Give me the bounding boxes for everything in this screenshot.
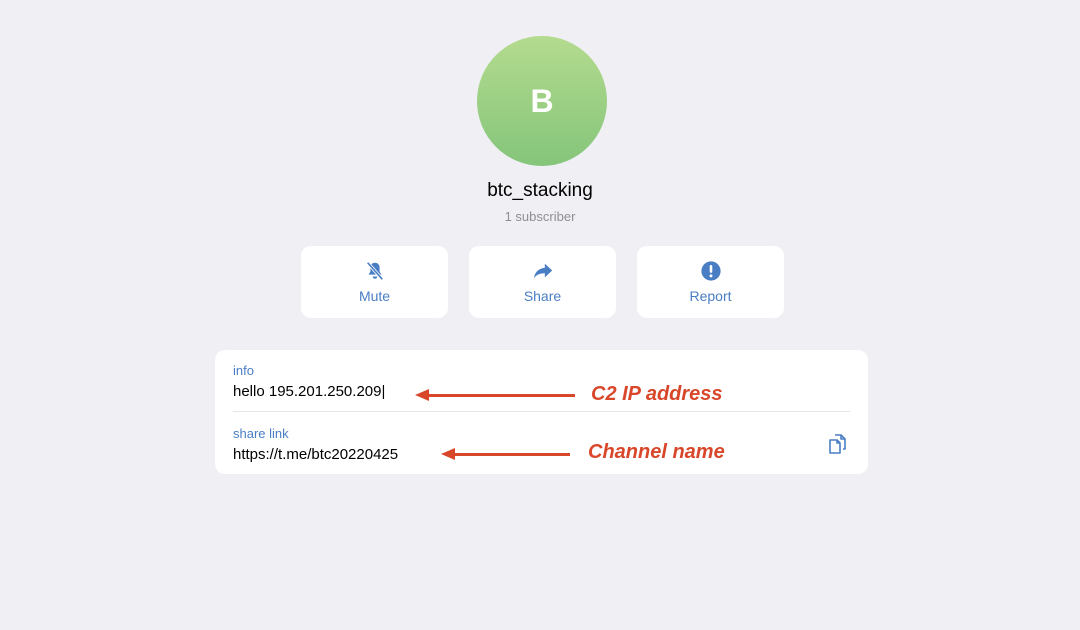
annotation-arrow-ip (415, 389, 575, 401)
action-bar: Mute Share Report (301, 246, 784, 318)
divider (233, 411, 850, 412)
mute-label: Mute (358, 288, 391, 304)
annotation-ip: C2 IP address (591, 383, 723, 405)
share-link-value[interactable]: https://t.me/btc20220425 (233, 446, 399, 463)
info-row[interactable]: info hello 195.201.250.209| (233, 363, 850, 400)
report-label: Report (689, 288, 732, 304)
annotation-arrow-channel (441, 448, 570, 460)
report-button[interactable]: Report (637, 246, 784, 318)
share-button[interactable]: Share (469, 246, 616, 318)
info-value[interactable]: hello 195.201.250.209| (233, 383, 386, 400)
subscriber-count: 1 subscriber (504, 209, 576, 224)
share-link-row[interactable]: share link https://t.me/btc20220425 (233, 426, 850, 463)
avatar[interactable]: B (477, 36, 607, 166)
bell-slash-icon (365, 261, 384, 281)
channel-title: btc_stacking (487, 180, 593, 201)
share-link-label: share link (233, 426, 289, 441)
exclamation-circle-icon (700, 261, 721, 281)
share-arrow-icon (533, 263, 552, 279)
annotation-channel: Channel name (588, 441, 725, 463)
share-label: Share (523, 288, 562, 304)
mute-button[interactable]: Mute (301, 246, 448, 318)
avatar-letter: B (530, 82, 554, 119)
copy-icon[interactable] (826, 432, 850, 456)
info-label: info (233, 363, 254, 378)
